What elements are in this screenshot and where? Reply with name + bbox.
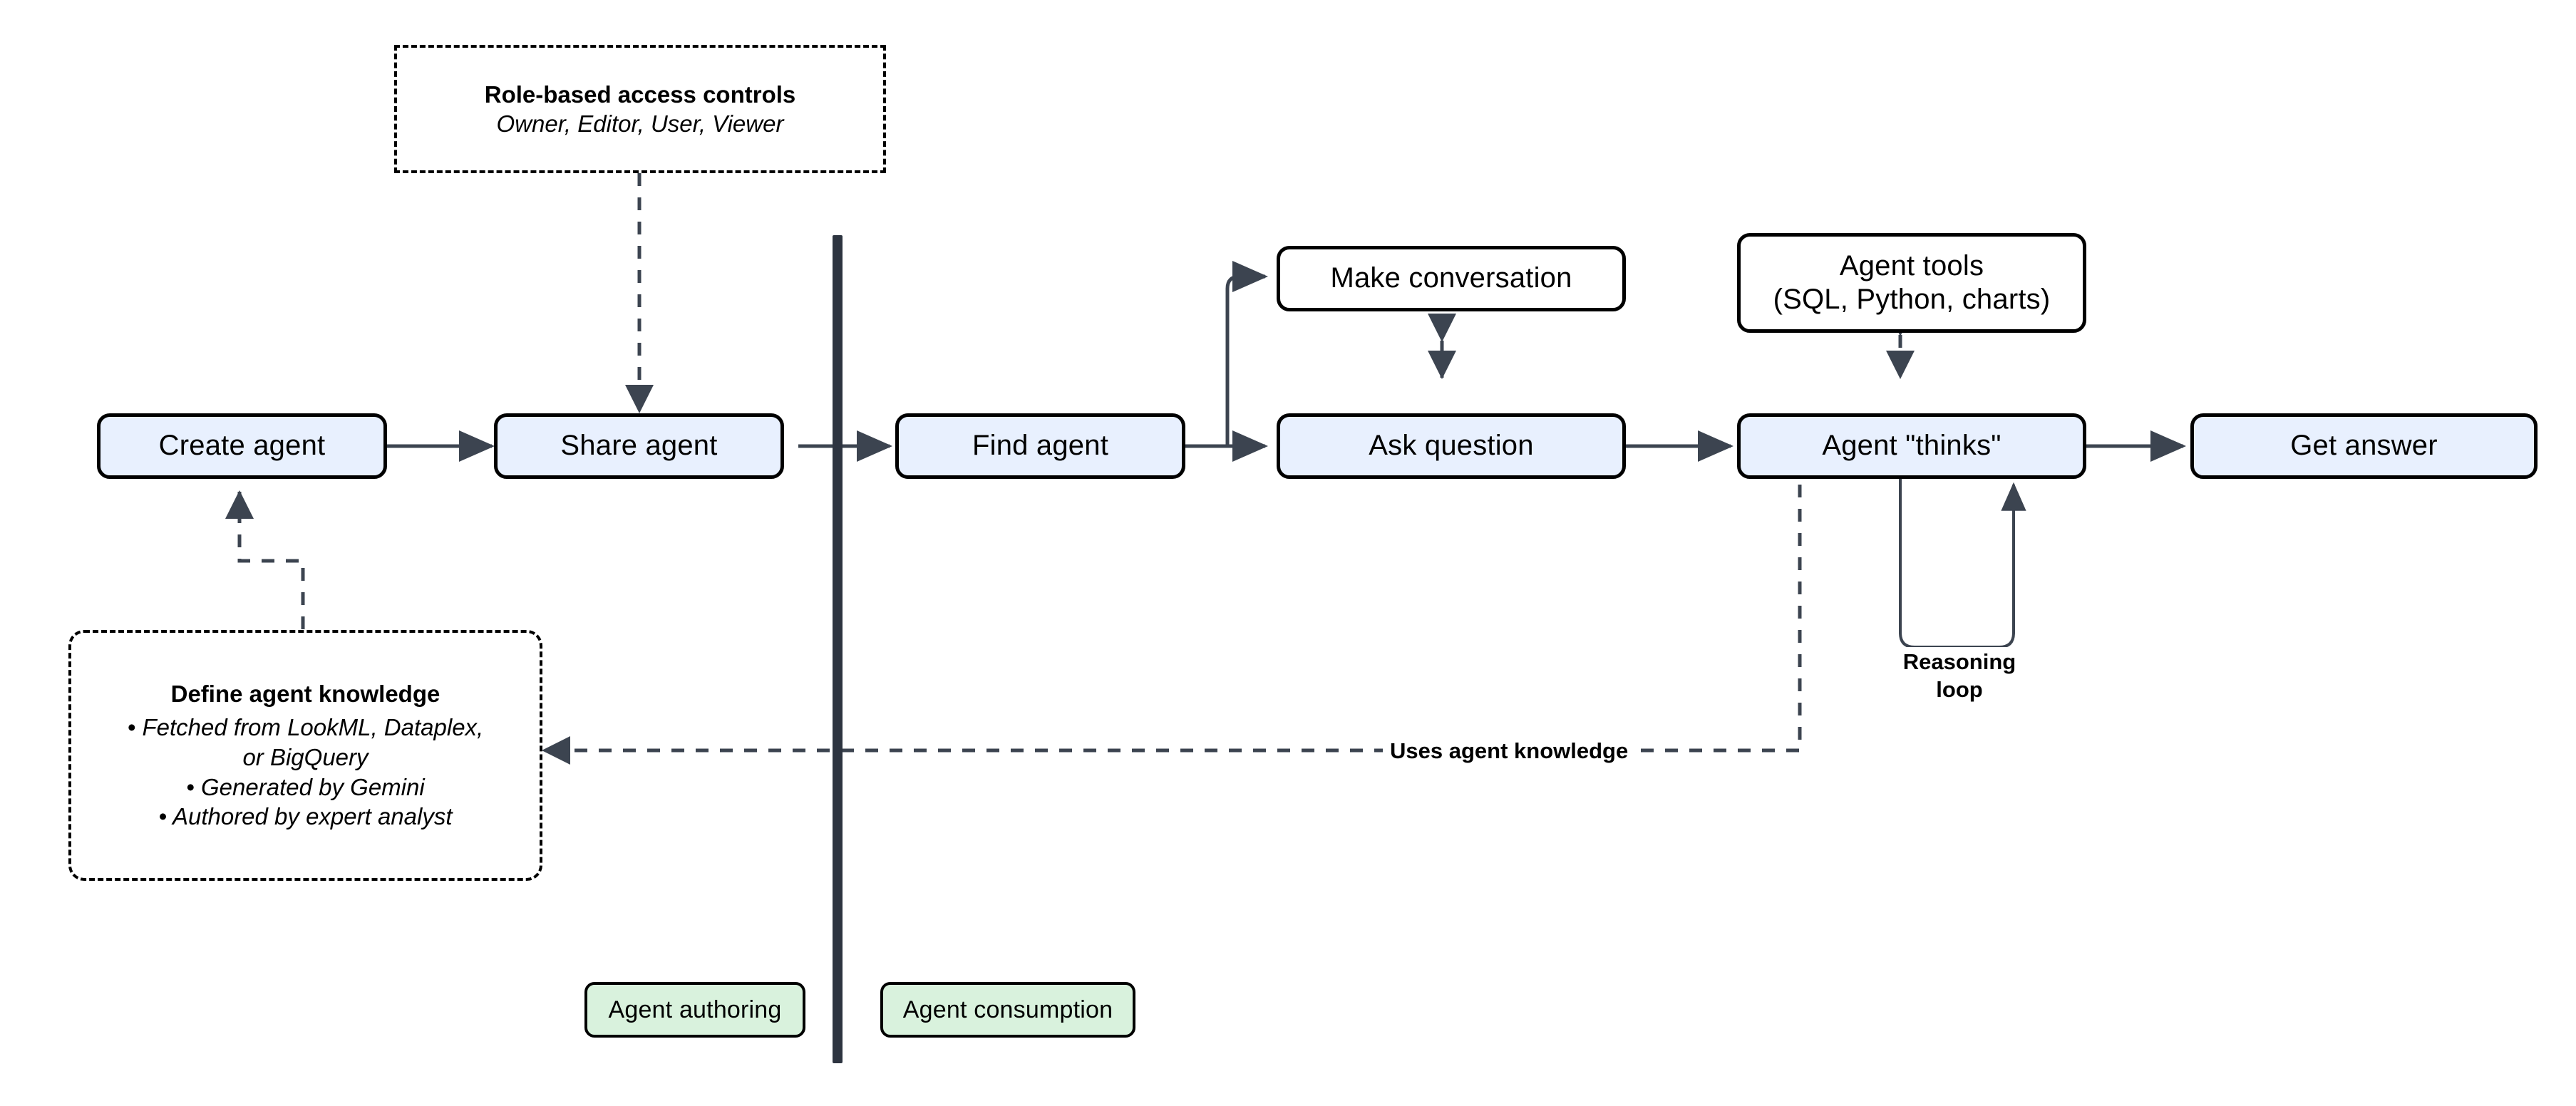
node-create-agent-label: Create agent [158,430,326,462]
rbac-title: Role-based access controls [484,81,796,108]
node-share-agent-label: Share agent [560,430,718,462]
legend-agent-consumption-label: Agent consumption [902,996,1113,1023]
node-find-agent[interactable]: Find agent [895,413,1185,479]
list-item: • Generated by Gemini [186,773,425,800]
define-agent-knowledge-note: Define agent knowledge • Fetched from Lo… [68,630,542,881]
node-find-agent-label: Find agent [972,430,1109,462]
node-ask-question-label: Ask question [1369,430,1534,462]
uses-agent-knowledge-text: Uses agent knowledge [1390,738,1629,763]
node-share-agent[interactable]: Share agent [494,413,784,479]
node-get-answer[interactable]: Get answer [2190,413,2538,479]
legend-agent-authoring[interactable]: Agent authoring [584,982,805,1038]
node-agent-thinks-label: Agent "thinks" [1822,430,2001,462]
node-get-answer-label: Get answer [2290,430,2438,462]
knowledge-title: Define agent knowledge [170,681,441,708]
knowledge-list: • Fetched from LookML, Dataplex, or BigQ… [128,713,483,831]
reasoning-loop-line2: loop [1936,676,1983,702]
list-item: • Fetched from LookML, Dataplex, or BigQ… [127,714,484,771]
edge-uses-agent-knowledge [541,485,1802,765]
node-create-agent[interactable]: Create agent [97,413,387,479]
node-ask-question[interactable]: Ask question [1277,413,1626,479]
node-agent-thinks[interactable]: Agent "thinks" [1737,413,2086,479]
node-agent-tools-label-line2: (SQL, Python, charts) [1773,284,2051,315]
label-uses-agent-knowledge: Uses agent knowledge [1383,736,1636,767]
reasoning-loop-line1: Reasoning [1902,649,2016,674]
legend-agent-authoring-label: Agent authoring [608,996,782,1023]
node-make-conversation-label: Make conversation [1330,262,1572,294]
label-reasoning-loop: Reasoning loop [1895,647,2024,706]
edge-reasoning-loop [1899,467,2026,648]
rbac-subtitle: Owner, Editor, User, Viewer [496,110,784,137]
node-agent-tools[interactable]: Agent tools (SQL, Python, charts) [1737,233,2086,333]
node-make-conversation[interactable]: Make conversation [1277,246,1626,311]
node-agent-tools-label-line1: Agent tools [1839,249,1984,281]
legend-agent-consumption[interactable]: Agent consumption [880,982,1135,1038]
role-based-access-controls-note: Role-based access controls Owner, Editor… [394,45,886,173]
authoring-consumption-divider [833,235,843,1063]
list-item: • Authored by expert analyst [158,803,453,830]
edge-branch-to-make-conversation [1225,261,1269,446]
